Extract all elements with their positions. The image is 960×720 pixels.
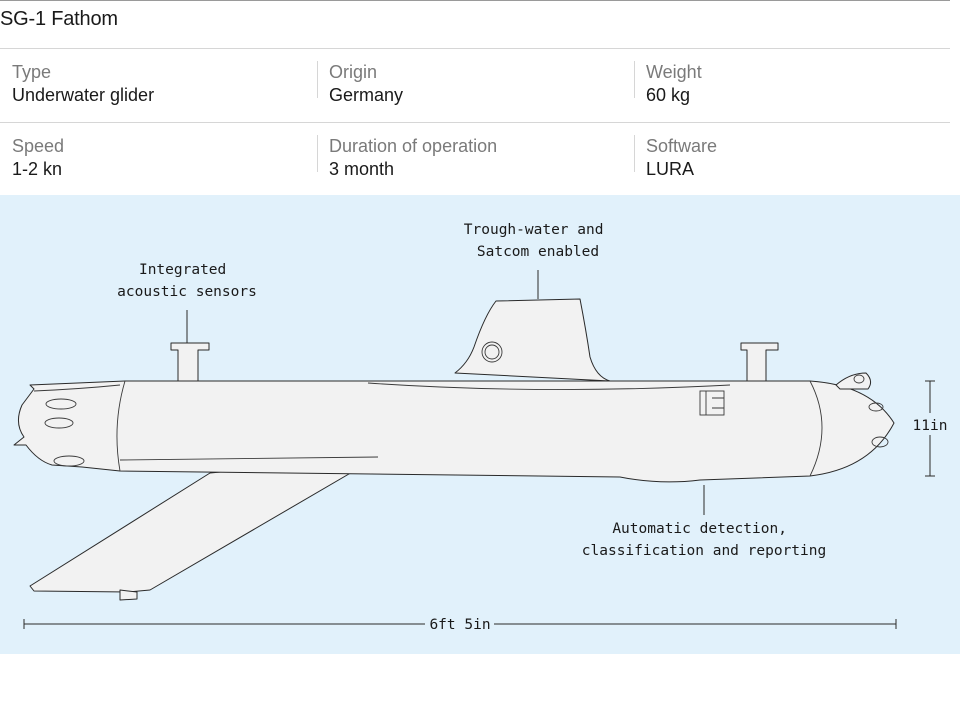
hatch-detail [705, 391, 724, 415]
nose-port-1 [868, 402, 884, 412]
spec-value: Underwater glider [12, 85, 155, 105]
porthole-1 [45, 398, 77, 410]
spec-row: Speed 1-2 kn Duration of operation 3 mon… [0, 122, 950, 197]
label-height: 11in [913, 418, 948, 434]
label-line: Trough-water and [464, 222, 604, 238]
nose-vent [835, 372, 872, 390]
divider [634, 61, 635, 98]
divider [317, 135, 318, 172]
spec-type: Type Underwater glider [0, 49, 316, 122]
sensor-mast-rear [740, 342, 779, 382]
glider-diagram: Integrated acoustic sensors Trough-water… [0, 195, 960, 654]
divider [317, 61, 318, 98]
label-length: 6ft 5in [429, 617, 490, 633]
label-detection: Automatic detection, classification and … [582, 521, 826, 559]
spec-label: Weight [646, 62, 702, 82]
wing-tip [119, 589, 138, 601]
nose-vent-port [853, 374, 865, 384]
spec-table: Type Underwater glider Origin Germany We… [0, 48, 950, 197]
label-line: Integrated [139, 262, 226, 278]
hull-line-lower [119, 456, 379, 461]
spec-duration: Duration of operation 3 month [317, 123, 633, 196]
spec-label: Type [12, 62, 52, 82]
hull-seam-rear [809, 380, 823, 477]
fin-porthole [481, 341, 503, 363]
hatch-icon [699, 390, 725, 416]
spec-speed: Speed 1-2 kn [0, 123, 316, 196]
antenna-fin [454, 298, 611, 382]
hull [13, 380, 895, 483]
wing [29, 456, 379, 593]
spec-value: 1-2 kn [12, 159, 63, 179]
fin-porthole-inner [484, 344, 500, 360]
spec-label: Origin [329, 62, 378, 82]
spec-origin: Origin Germany [317, 49, 633, 122]
top-rule [0, 0, 950, 1]
label-line: Automatic detection, [612, 521, 787, 537]
spec-row: Type Underwater glider Origin Germany We… [0, 48, 950, 122]
spec-value: Germany [329, 85, 404, 105]
label-line: Satcom enabled [477, 244, 599, 260]
spec-value: 60 kg [646, 85, 691, 105]
porthole-3 [53, 455, 85, 467]
spec-value: 3 month [329, 159, 395, 179]
label-satcom: Trough-water and Satcom enabled [464, 222, 612, 260]
fin-line [367, 382, 731, 390]
spec-label: Software [646, 136, 718, 156]
glider-illustration: Integrated acoustic sensors Trough-water… [13, 222, 948, 633]
hull-seam-front [116, 380, 126, 472]
page-title: SG-1 Fathom [0, 8, 118, 30]
spec-label: Speed [12, 136, 65, 156]
tail-line [33, 384, 121, 392]
label-line: acoustic sensors [117, 284, 257, 300]
divider [634, 135, 635, 172]
spec-label: Duration of operation [329, 136, 498, 156]
spec-weight: Weight 60 kg [634, 49, 950, 122]
nose-port-2 [871, 436, 889, 448]
label-line: classification and reporting [582, 543, 826, 559]
sensor-mast-front [170, 342, 210, 382]
spec-value: LURA [646, 159, 695, 179]
spec-software: Software LURA [634, 123, 950, 196]
porthole-2 [44, 417, 74, 429]
label-sensors: Integrated acoustic sensors [117, 262, 257, 300]
